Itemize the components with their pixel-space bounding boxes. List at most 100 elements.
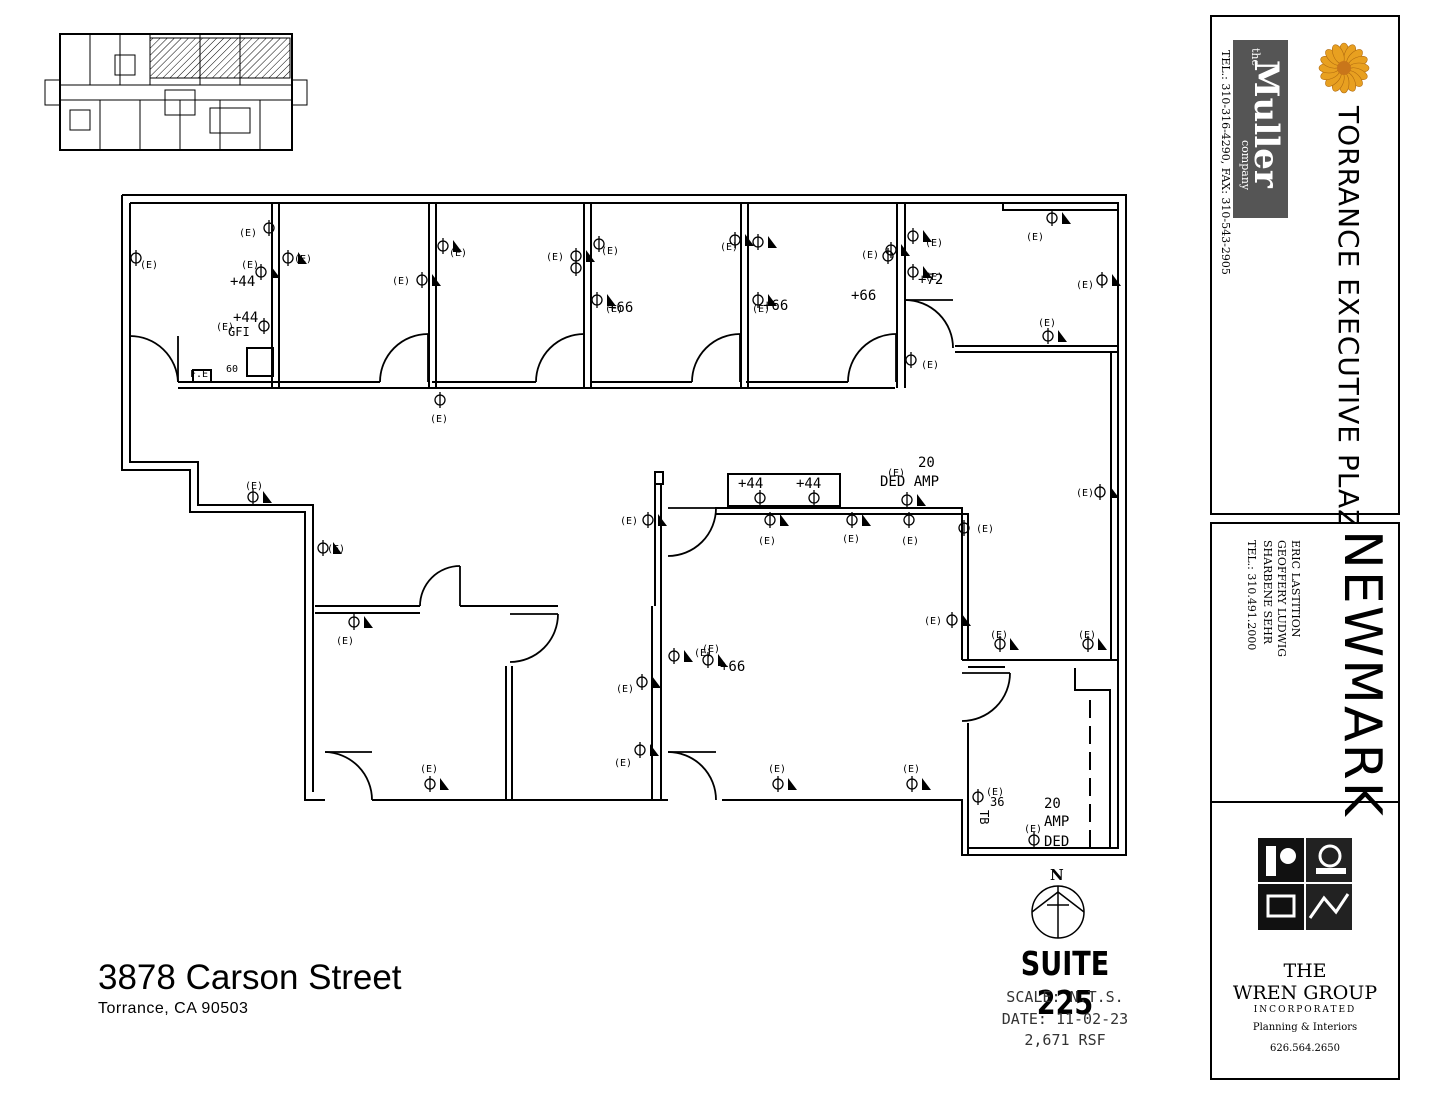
outlet-data-symbol: (E) xyxy=(282,250,312,266)
existing-tag: (E) xyxy=(720,242,738,253)
existing-tag: (E) xyxy=(842,534,860,545)
existing-tag: (E) xyxy=(1078,630,1096,641)
wren-phone: 626.564.2650 xyxy=(1270,1043,1340,1054)
outlet-symbol xyxy=(570,260,582,276)
existing-tag: (E) xyxy=(420,764,438,775)
existing-tag: (E) xyxy=(1076,488,1094,499)
existing-tag: (E) xyxy=(986,787,1004,798)
existing-tag: (E) xyxy=(392,276,410,287)
muller-company: company xyxy=(1239,140,1252,191)
flower-logo-icon xyxy=(1318,42,1370,94)
date-label: DATE: 11-02-23 xyxy=(1001,1010,1129,1028)
existing-tag: (E) xyxy=(976,524,994,535)
outlet-symbol: (E) xyxy=(216,318,270,334)
north-arrow xyxy=(1031,885,1085,939)
muller-name: Muller xyxy=(1246,60,1286,188)
label-plus44-a: +44 xyxy=(230,274,255,290)
doors xyxy=(129,299,1011,801)
broker-title-block xyxy=(1210,522,1400,1080)
existing-tag: (E) xyxy=(925,238,943,249)
existing-tag: (E) xyxy=(140,260,158,271)
broker-name: NEWMARK xyxy=(1332,530,1392,818)
outlet-data-symbol: (E) xyxy=(591,292,623,315)
wren-the: THE xyxy=(1283,960,1327,982)
existing-tag: (E) xyxy=(924,616,942,627)
outlet-data-symbol: (E) xyxy=(336,614,373,647)
wren-incorporated: INCORPORATED xyxy=(1253,1005,1357,1015)
outlet-data-symbol: (E) xyxy=(616,674,661,695)
existing-tag: (E) xyxy=(1026,232,1044,243)
existing-tag: (E) xyxy=(605,304,623,315)
existing-tag: (E) xyxy=(616,684,634,695)
outlet-data-symbol: (E) xyxy=(902,764,931,792)
existing-tag: (E) xyxy=(241,260,259,271)
existing-tag: (E) xyxy=(1076,280,1094,291)
outlet-data-symbol: (E) xyxy=(614,742,659,769)
label-20-a: 20 xyxy=(918,455,935,471)
label-36: 36 xyxy=(990,795,1004,809)
existing-tag: (E) xyxy=(768,764,786,775)
outlet-data-symbol: (E) xyxy=(668,648,712,664)
existing-tag: (E) xyxy=(921,360,939,371)
outlet-symbol xyxy=(808,490,820,506)
existing-tag: (E) xyxy=(245,481,263,492)
existing-tag: (E) xyxy=(758,536,776,547)
existing-tag: (E) xyxy=(239,228,257,239)
existing-tag: (E) xyxy=(694,648,712,659)
outlet-symbol: (E) xyxy=(239,220,275,239)
suite-label: SUITE 225 xyxy=(1020,944,1110,1022)
muller-logo xyxy=(1233,40,1288,218)
property-street: 3878 Carson Street xyxy=(98,958,402,997)
outlet-symbol: (E) xyxy=(593,236,619,257)
area-label: 2,671 RSF xyxy=(1024,1031,1106,1049)
outlet-data-symbol: (E) xyxy=(317,540,345,556)
outlet-data-symbol: (E) xyxy=(861,242,910,261)
outlet-data-symbol: (E) xyxy=(437,238,467,259)
outlet-symbol: (E) xyxy=(901,512,919,547)
label-amp: AMP xyxy=(1044,814,1069,830)
label-plus66-b: +66 xyxy=(763,298,788,314)
label-20-b: 20 xyxy=(1044,796,1061,812)
existing-tag: (E) xyxy=(430,414,448,425)
existing-tag: (E) xyxy=(901,536,919,547)
outlet-data-symbol: (E) xyxy=(1076,484,1119,500)
outlet-data-symbol: (E) xyxy=(924,612,971,628)
wren-tagline: Planning & Interiors xyxy=(1252,1022,1358,1033)
existing-tag: (E) xyxy=(449,248,467,259)
property-city: Torrance, CA 90503 xyxy=(98,1000,249,1017)
outlet-data-symbol: (E) xyxy=(546,248,595,264)
existing-tag: (E) xyxy=(1038,318,1056,329)
outlet-data-symbol: (E) xyxy=(887,468,926,508)
existing-tag: (E) xyxy=(327,544,345,555)
outlet-symbols: (E) (E) (E) (E) (E) (E) (E) (E) (E) (E) (E) (E) (E) (… xyxy=(130,210,1121,848)
existing-tag: (E) xyxy=(620,516,638,527)
plan-labels: F.E. GFI 60 +44 +44 +66 +66 +66 +72 +44 … xyxy=(190,272,1069,850)
existing-tag: (E) xyxy=(546,252,564,263)
key-plan xyxy=(44,33,308,151)
scale-label: SCALE: N.T.S. xyxy=(1006,988,1124,1006)
outlet-data-symbol xyxy=(729,232,754,248)
broker-tel: TEL.: 310.491.2000 xyxy=(1245,540,1258,651)
outlet-data-symbol: (E) xyxy=(758,512,789,547)
outlet-data-symbol: (E) xyxy=(245,481,272,505)
label-plus72: +72 xyxy=(918,272,943,288)
label-ded: DED xyxy=(1044,834,1069,850)
existing-tag: (E) xyxy=(614,758,632,769)
label-ded-amp: DED AMP xyxy=(880,474,939,490)
outlet-symbol: (E) xyxy=(958,520,994,536)
title-block-divider xyxy=(1212,801,1398,803)
outlet-data-symbol: (E) xyxy=(752,292,777,315)
outlet-data-symbol: (E) xyxy=(842,512,871,545)
label-plus44-c: +44 xyxy=(738,476,763,492)
outlet-data-symbol: (E) xyxy=(1076,272,1121,291)
outlet-data-symbol: (E) xyxy=(1026,210,1071,243)
wren-group: WREN GROUP xyxy=(1232,982,1378,1004)
existing-tag: (E) xyxy=(902,764,920,775)
outlet-data-symbol: (E) xyxy=(907,264,943,283)
outlet-data-symbol: (E) xyxy=(420,764,449,792)
outlet-data-symbol: (E) xyxy=(620,512,667,528)
existing-tag: (E) xyxy=(925,272,943,283)
label-plus44-d: +44 xyxy=(796,476,821,492)
label-plus66-a: +66 xyxy=(608,300,633,316)
